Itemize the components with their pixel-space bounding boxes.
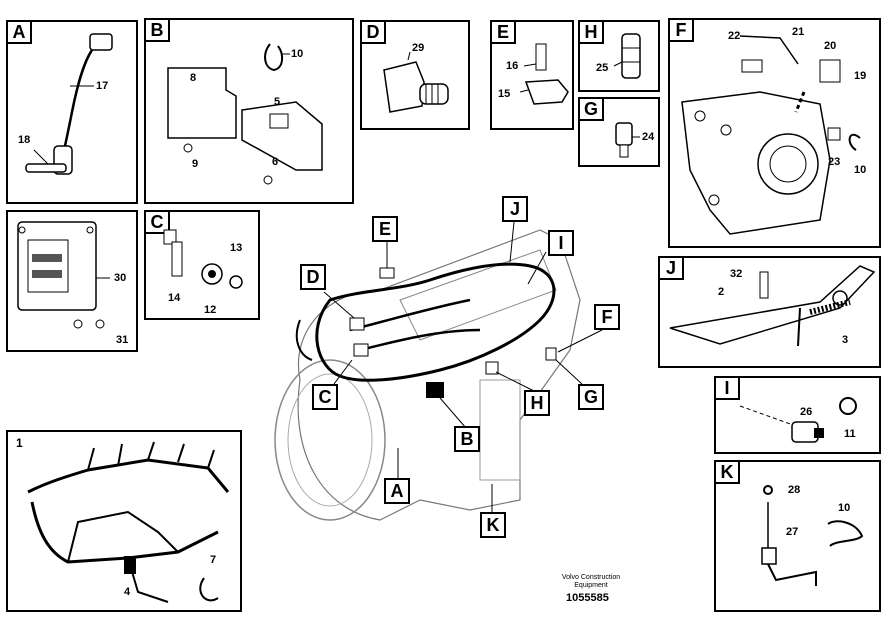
part-14: 14 (168, 292, 181, 304)
harness-label: 1 (16, 436, 23, 450)
document-number: 1055585 (566, 592, 609, 604)
timing-cover-drawing (681, 35, 861, 235)
panel-h-label: H (578, 20, 604, 44)
panel-g-label: G (578, 97, 604, 121)
part-31: 31 (116, 334, 129, 346)
wiring-harness-drawing (27, 441, 230, 603)
part-22: 22 (728, 30, 741, 42)
part-28: 28 (788, 484, 801, 496)
sensor-i-drawing (739, 397, 857, 443)
pressure-sensor-drawing (519, 43, 569, 105)
engine-tag-k: K (480, 512, 506, 538)
part-24: 24 (642, 131, 655, 143)
panel-c: C 13 14 12 (144, 210, 260, 320)
panel-i: I 26 11 (714, 376, 881, 454)
engine-tag-f: F (594, 304, 620, 330)
cable-duct-drawing (669, 265, 876, 347)
part-27: 27 (786, 526, 799, 538)
sensor-c-drawing (163, 229, 243, 289)
engine-tag-c: C (312, 384, 338, 410)
bracket-drawing (167, 43, 323, 185)
part-11: 11 (844, 428, 856, 440)
engine-tag-e: E (372, 216, 398, 242)
part-10: 10 (838, 502, 851, 514)
part-30: 30 (114, 272, 127, 284)
ecu-drawing (17, 221, 110, 329)
panel-f-label: F (668, 18, 694, 42)
panel-e: E 16 15 (490, 20, 574, 130)
panel-a-label: A (6, 20, 32, 44)
part-26: 26 (800, 406, 813, 418)
panel-i-label: I (714, 376, 740, 400)
panel-k: K 28 10 27 (714, 460, 881, 612)
panel-b-label: B (144, 18, 170, 42)
engine-tag-h: H (524, 390, 550, 416)
part-10: 10 (854, 164, 867, 176)
part-4: 4 (124, 586, 131, 598)
engine-tag-a: A (384, 478, 410, 504)
part-16: 16 (506, 60, 519, 72)
panel-d: D 29 (360, 20, 470, 130)
engine-tag-i: I (548, 230, 574, 256)
part-32: 32 (730, 268, 743, 280)
panel-f: F 22 21 20 19 23 10 (668, 18, 881, 248)
part-2: 2 (718, 286, 725, 298)
panel-d-label: D (360, 20, 386, 44)
part-5: 5 (274, 96, 281, 108)
part-12: 12 (204, 304, 217, 316)
part-18: 18 (18, 134, 31, 146)
temperature-sensor-drawing (613, 33, 641, 79)
panel-h: H 25 (578, 20, 660, 92)
credit-text: Volvo Construction Equipment (556, 574, 626, 590)
panel-ecu: 30 31 (6, 210, 138, 352)
part-7: 7 (210, 554, 217, 566)
engine-tag-j: J (502, 196, 528, 222)
level-sensor-drawing (761, 485, 864, 586)
panel-harness: 1 7 4 (6, 430, 242, 612)
panel-g: G 24 (578, 97, 660, 167)
part-8: 8 (190, 72, 197, 84)
part-25: 25 (596, 62, 609, 74)
engine-tag-g: G (578, 384, 604, 410)
panel-a: A 17 18 (6, 20, 138, 204)
engine-tag-b: B (454, 426, 480, 452)
engine-tag-d: D (300, 264, 326, 290)
panel-k-label: K (714, 460, 740, 484)
panel-b: B 8 9 10 5 6 (144, 18, 354, 204)
part-3: 3 (842, 334, 849, 346)
wheel-speed-sensor-drawing (25, 33, 113, 175)
sensor-drawing (383, 51, 449, 113)
part-20: 20 (824, 40, 837, 52)
part-13: 13 (230, 242, 243, 254)
part-19: 19 (854, 70, 867, 82)
credit-line-2: Equipment (574, 582, 608, 589)
part-6: 6 (272, 156, 279, 168)
part-15: 15 (498, 88, 511, 100)
part-23: 23 (828, 156, 841, 168)
sensor-g-drawing (615, 122, 640, 158)
part-29: 29 (412, 42, 425, 54)
credit-line-1: Volvo Construction (561, 574, 621, 581)
panel-e-label: E (490, 20, 516, 44)
part-17: 17 (96, 80, 109, 92)
part-9: 9 (192, 158, 199, 170)
panel-j: J 32 2 3 (658, 256, 881, 368)
part-21: 21 (792, 26, 805, 38)
part-10: 10 (291, 48, 304, 60)
panel-j-label: J (658, 256, 684, 280)
